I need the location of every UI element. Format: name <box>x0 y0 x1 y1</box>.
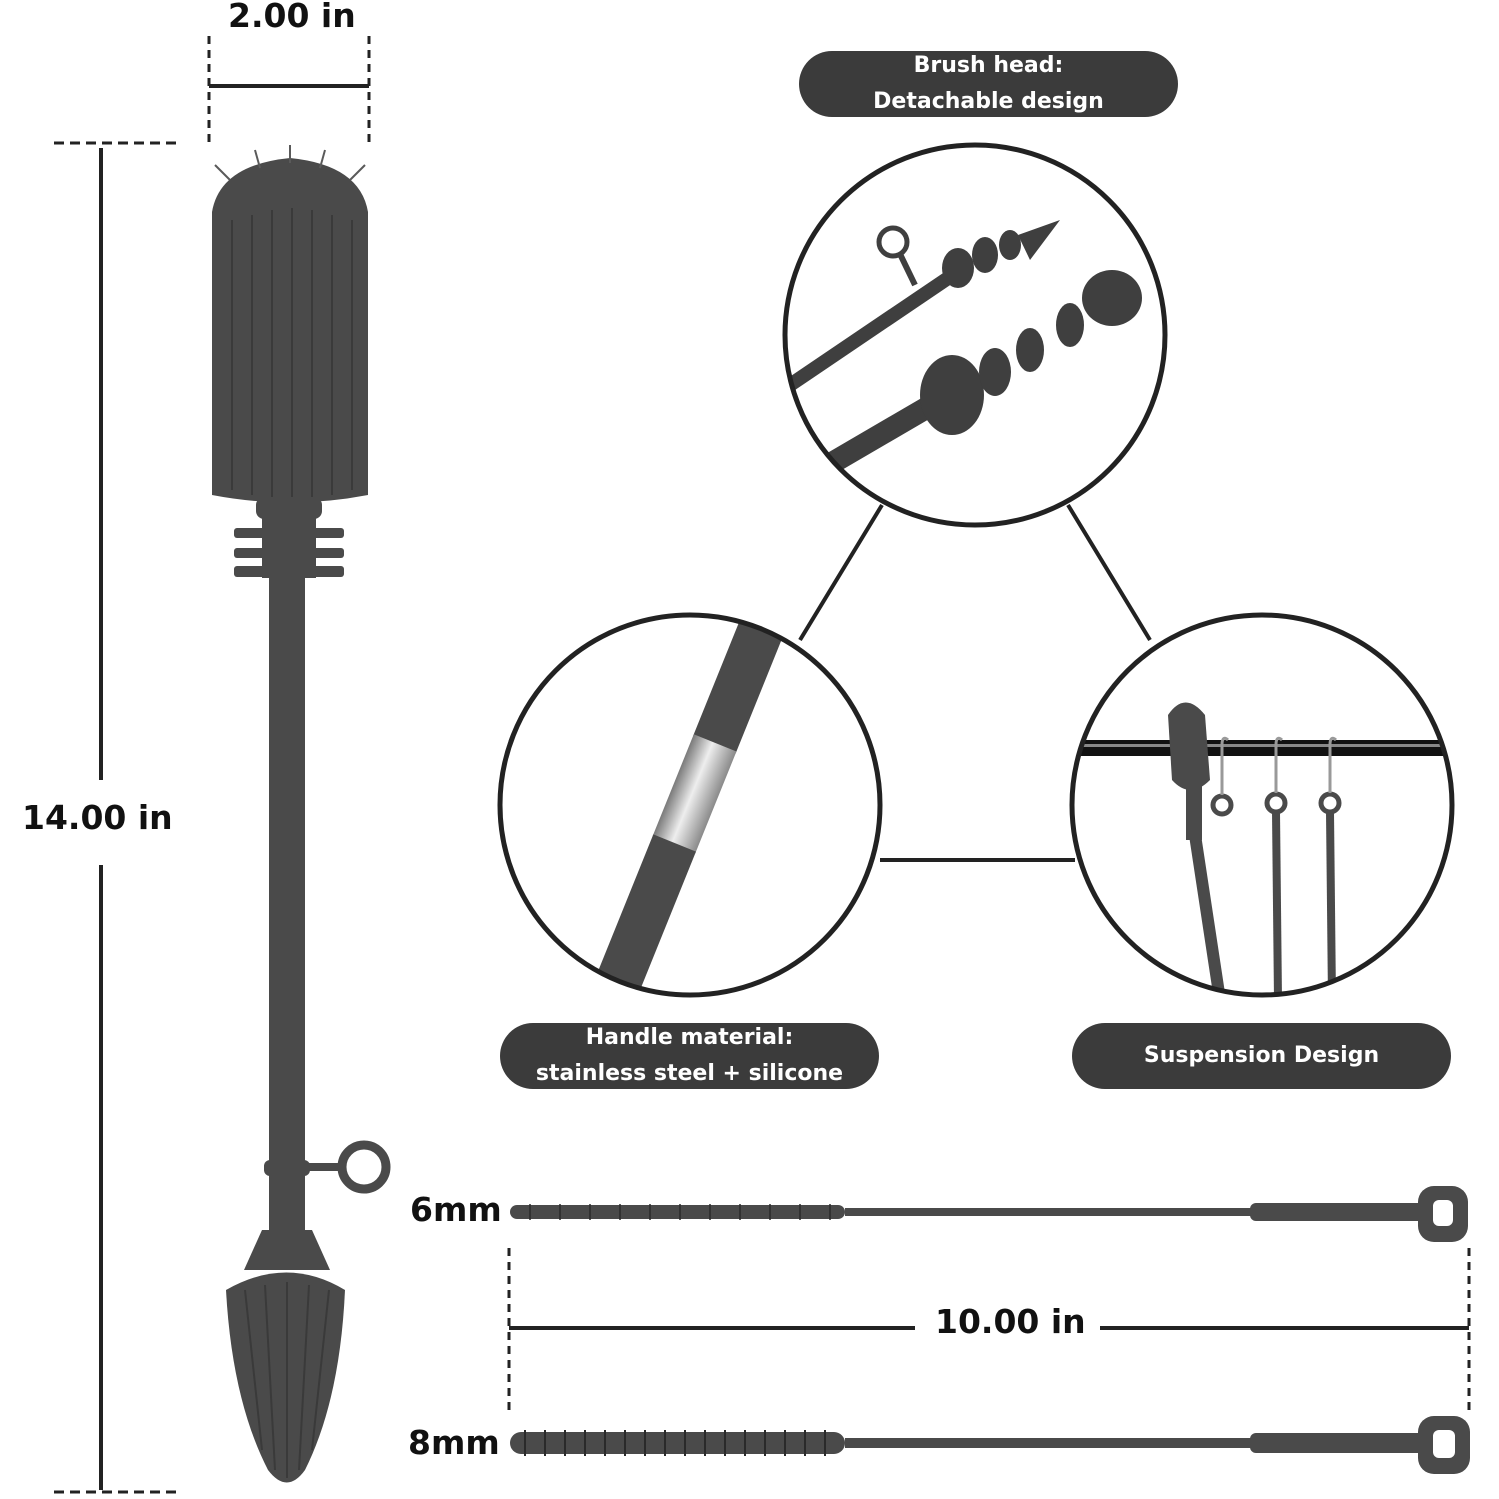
handle-material-callout: Handle material: stainless steel + silic… <box>500 1023 879 1089</box>
straw-size-6mm-label: 6mm <box>410 1190 502 1229</box>
handle-material-subtitle: stainless steel + silicone <box>535 1061 844 1086</box>
straw-brush-6mm <box>510 1186 1468 1242</box>
width-dimension-guide <box>207 36 371 146</box>
brush-head-title: Brush head: <box>913 53 1064 78</box>
suspension-title: Suspension Design <box>1143 1043 1380 1068</box>
straw-length-label: 10.00 in <box>935 1302 1086 1341</box>
handle-material-detail <box>497 612 883 998</box>
brush-head-callout: Brush head: Detachable design <box>799 51 1178 117</box>
brush-head <box>212 158 368 503</box>
straw-brush-8mm <box>510 1416 1470 1474</box>
brush-head-subtitle: Detachable design <box>873 89 1104 114</box>
bottle-brush <box>212 145 391 1483</box>
suspension-callout: Suspension Design <box>1072 1023 1451 1089</box>
brush-bristles <box>214 145 366 181</box>
callout-connectors <box>798 503 1152 862</box>
suspension-detail <box>1069 612 1455 998</box>
detachable-head-detail <box>782 142 1168 528</box>
width-label: 2.00 in <box>228 0 356 35</box>
handle-material-title: Handle material: <box>585 1025 794 1050</box>
height-label: 14.00 in <box>22 798 173 837</box>
straw-size-8mm-label: 8mm <box>408 1423 500 1462</box>
brush-handle <box>269 577 305 1267</box>
hanging-loop <box>337 1140 391 1194</box>
brush-texture <box>231 208 353 500</box>
nipple-brush <box>226 1272 345 1483</box>
height-dimension-guide <box>54 141 180 1494</box>
length-dimension-guide <box>507 1248 1471 1412</box>
